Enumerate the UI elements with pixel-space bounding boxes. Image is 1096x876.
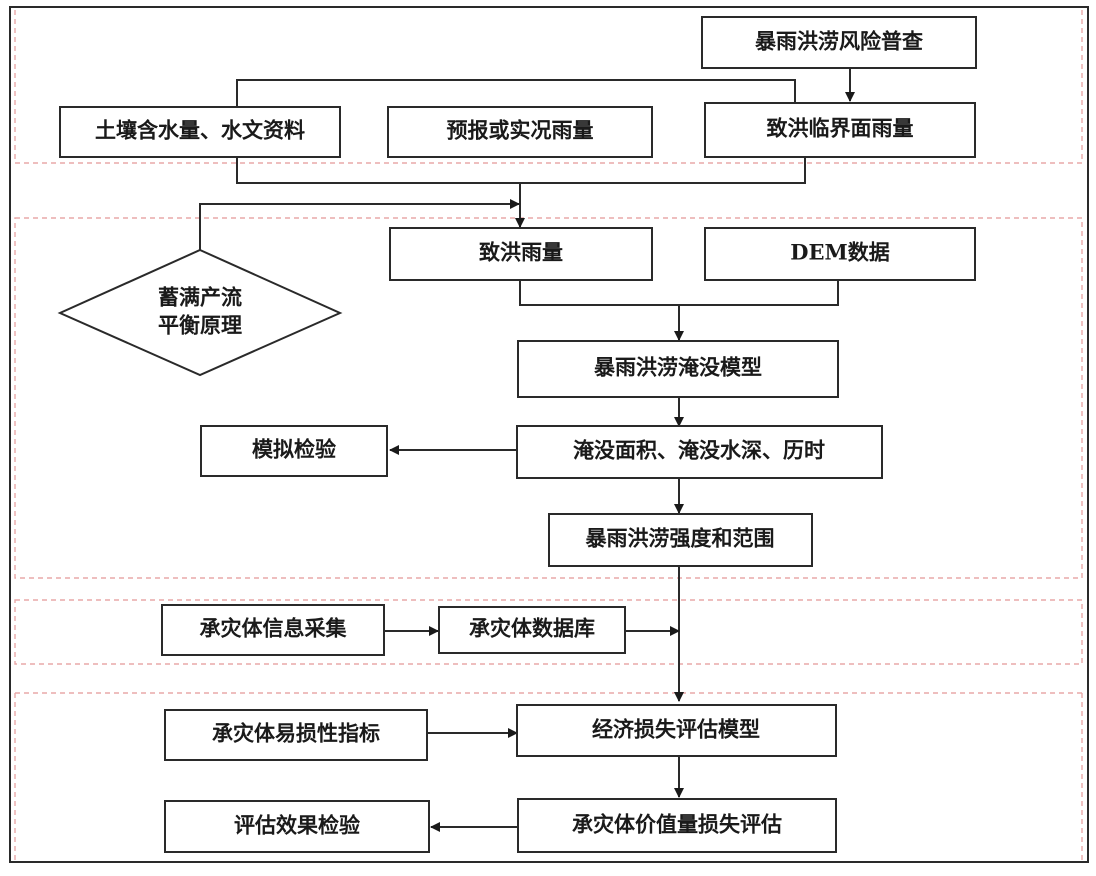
bracket-top: [236, 79, 796, 107]
node-effect-check-label: 评估效果检验: [234, 813, 360, 838]
node-vulnerability-label: 承灾体易损性指标: [212, 721, 380, 746]
node-simulation-check: 模拟检验: [200, 425, 388, 477]
bracket-bottom-right: [520, 157, 806, 184]
node-survey: 暴雨洪涝风险普查: [701, 16, 977, 69]
node-principle: 蓄满产流 平衡原理: [57, 248, 343, 377]
node-vulnerability: 承灾体易损性指标: [164, 709, 428, 761]
node-inundation-model: 暴雨洪涝淹没模型: [517, 340, 839, 398]
node-forecast-label: 预报或实况雨量: [447, 118, 594, 143]
node-intensity: 暴雨洪涝强度和范围: [548, 513, 813, 567]
node-inundation-model-label: 暴雨洪涝淹没模型: [594, 355, 762, 380]
node-critical: 致洪临界面雨量: [704, 102, 976, 158]
node-forecast: 预报或实况雨量: [387, 106, 653, 158]
node-critical-label: 致洪临界面雨量: [767, 116, 914, 141]
outer-frame: [9, 6, 1089, 863]
node-principle-label-1: 蓄满产流: [158, 285, 242, 310]
node-intensity-label: 暴雨洪涝强度和范围: [586, 526, 775, 551]
node-collect-label: 承灾体信息采集: [200, 616, 348, 641]
node-inundation-stats: 淹没面积、淹没水深、历时: [516, 425, 883, 479]
node-dem-label: DEM数据: [790, 240, 889, 265]
node-simulation-check-label: 模拟检验: [252, 437, 336, 462]
node-soil-label: 土壤含水量、水文资料: [95, 118, 305, 143]
node-flood-rain: 致洪雨量: [389, 227, 653, 281]
node-effect-check: 评估效果检验: [164, 800, 430, 853]
node-database-label: 承灾体数据库: [469, 616, 595, 641]
node-dem: DEM数据: [704, 227, 976, 281]
node-soil: 土壤含水量、水文资料: [59, 106, 341, 158]
node-collect: 承灾体信息采集: [161, 604, 385, 656]
node-flood-rain-label: 致洪雨量: [479, 240, 563, 265]
node-loss-model-label: 经济损失评估模型: [592, 717, 760, 742]
node-loss-model: 经济损失评估模型: [516, 704, 837, 757]
node-value-loss: 承灾体价值量损失评估: [517, 798, 837, 853]
bracket-bottom-left: [236, 157, 520, 184]
bracket-rain-dem: [519, 280, 839, 306]
node-database: 承灾体数据库: [438, 606, 626, 654]
section-borders: [14, 10, 1083, 860]
arrow-principle-to-flood-rain: [199, 199, 520, 250]
node-inundation-stats-label: 淹没面积、淹没水深、历时: [573, 438, 825, 463]
node-principle-label-2: 平衡原理: [158, 313, 242, 338]
node-survey-label: 暴雨洪涝风险普查: [755, 29, 923, 54]
node-value-loss-label: 承灾体价值量损失评估: [572, 812, 782, 837]
connectors: [199, 68, 855, 832]
